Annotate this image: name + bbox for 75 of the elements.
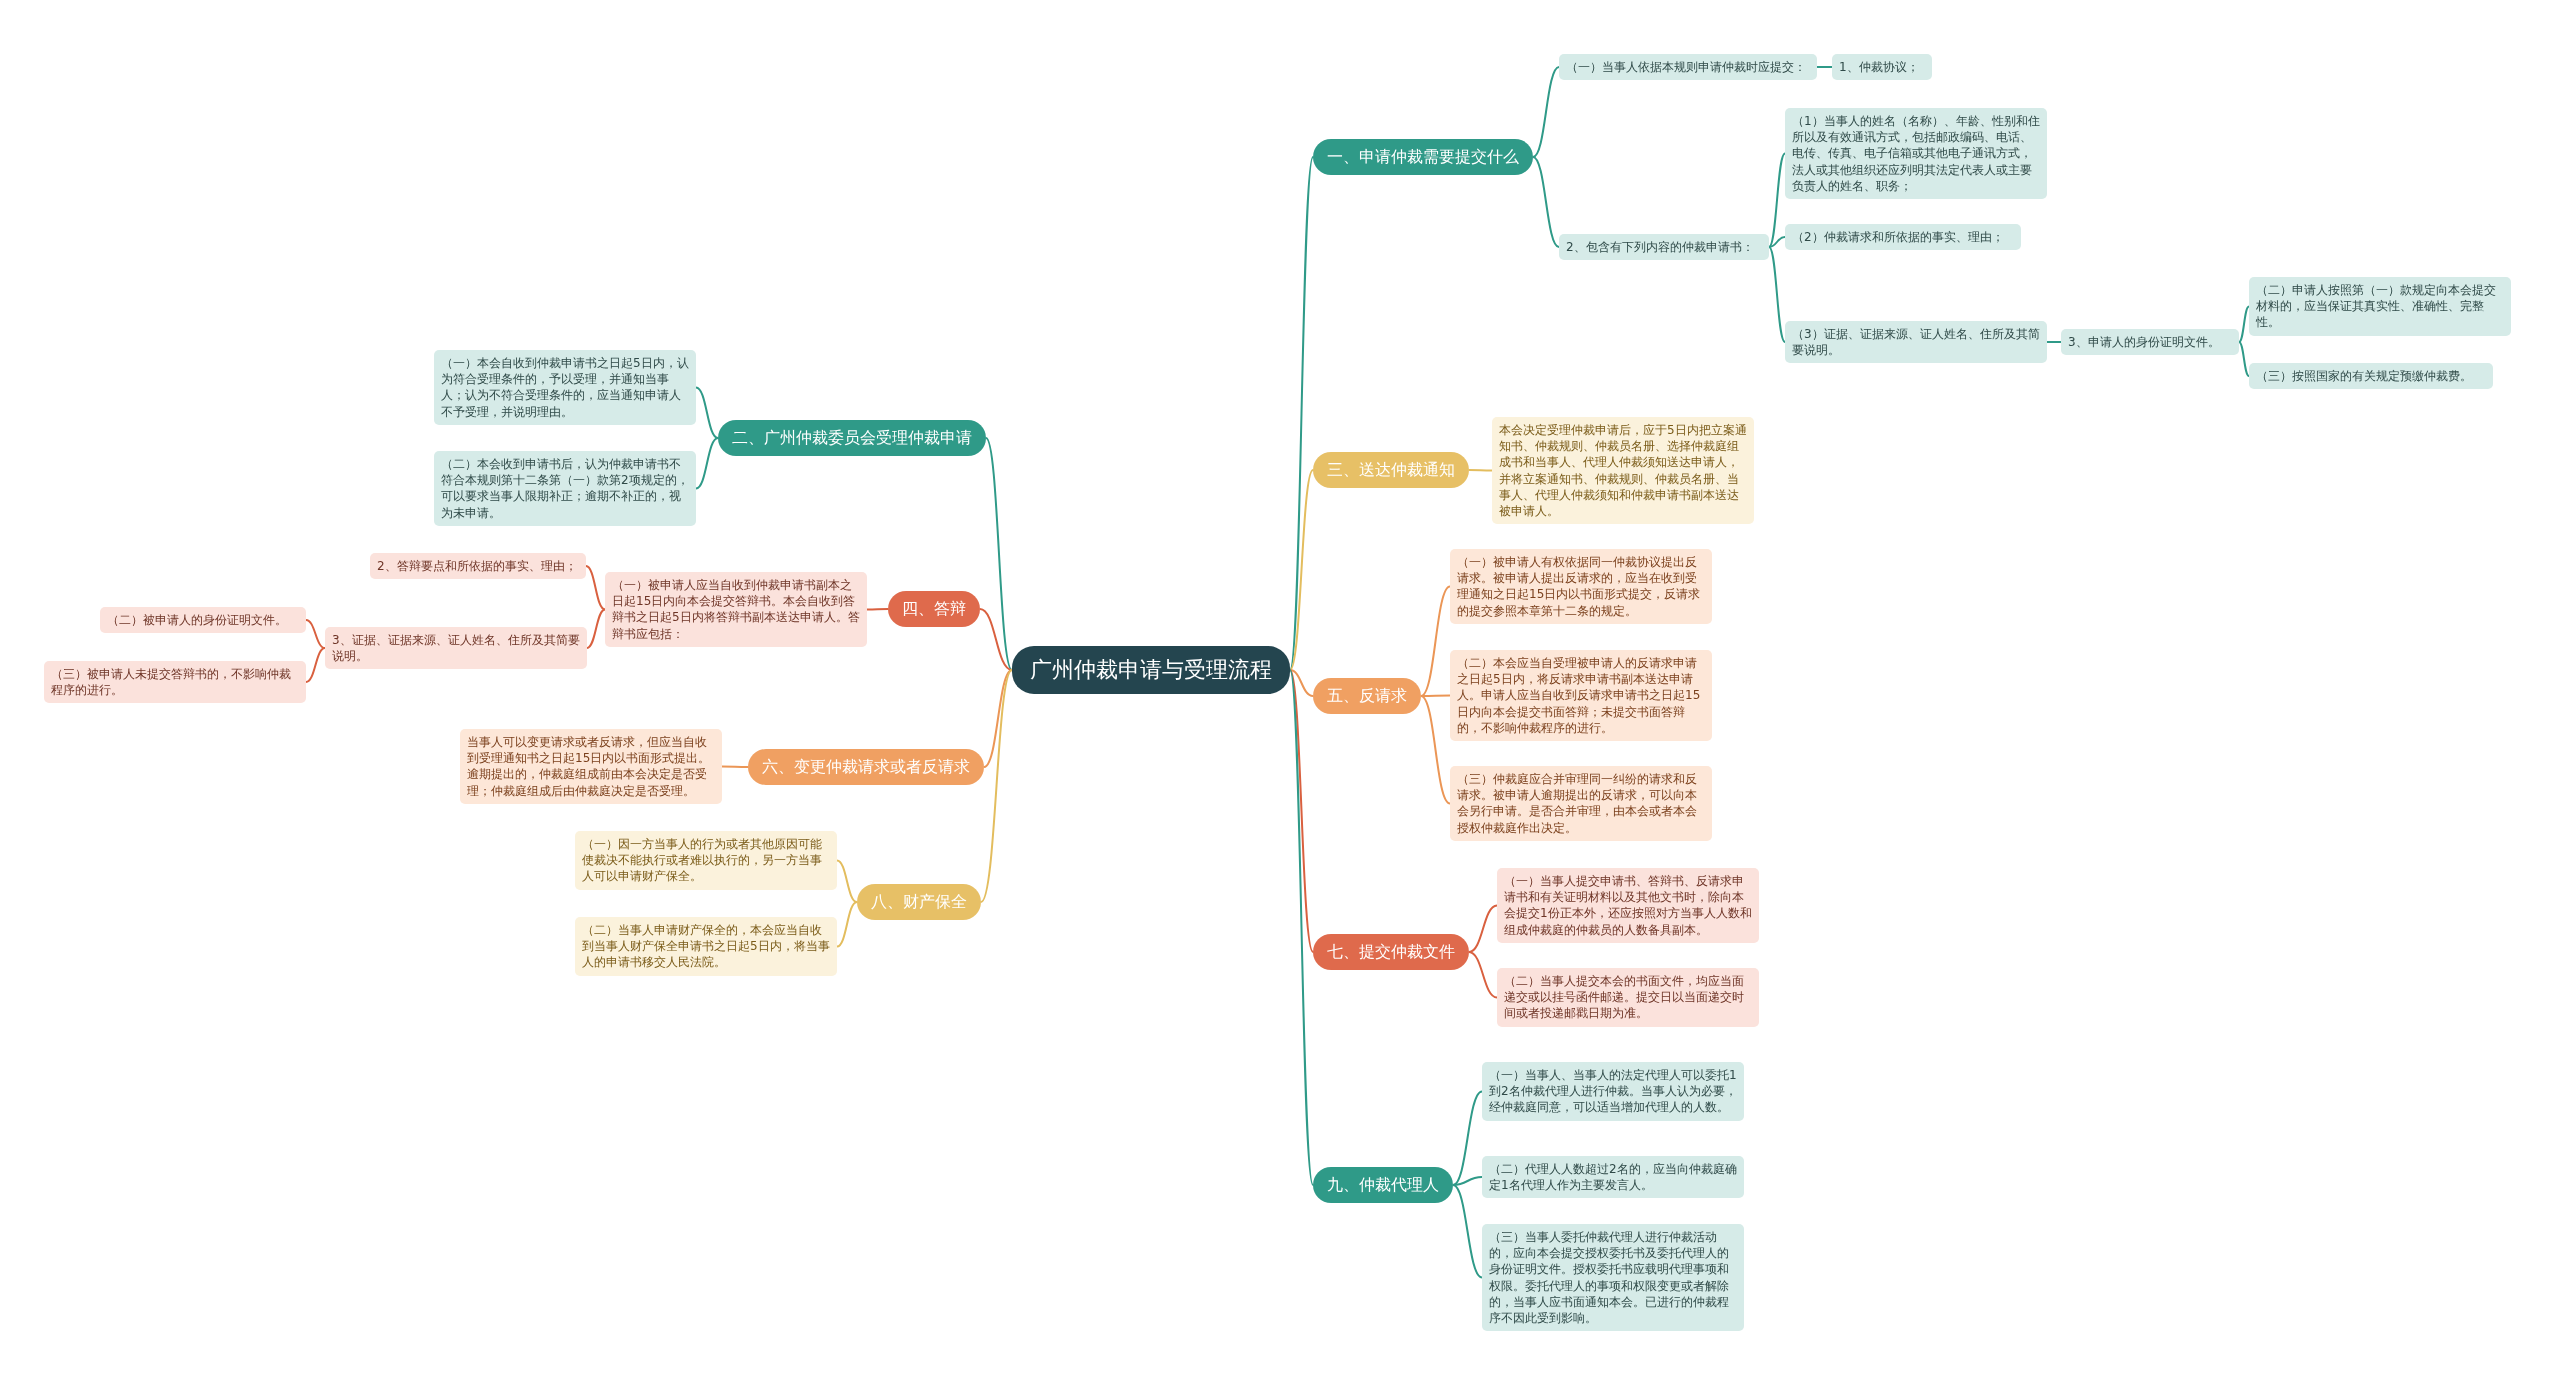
subtopic-box: 本会决定受理仲裁申请后，应于5日内把立案通知书、仲裁规则、仲裁员名册、选择仲裁庭组成书和当事人、代理人仲裁须知送达申请人，并将立案通知书、仲裁规则、仲裁员名册、当事人、代理人仲裁须知和仲裁申请书副本送达被申请人。 <box>1492 417 1754 525</box>
subtopic-box: （一）当事人依据本规则申请仲裁时应提交： <box>1559 54 1817 81</box>
central-topic: 广州仲裁申请与受理流程 <box>1012 646 1290 694</box>
connector-line <box>1816 66 1833 68</box>
branch-topic: 七、提交仲裁文件 <box>1313 934 1469 970</box>
branch-topic: 二、广州仲裁委员会受理仲裁申请 <box>718 420 986 456</box>
connector-line <box>2046 341 2062 343</box>
connector-line <box>1420 695 1451 805</box>
subtopic-box: （一）当事人、当事人的法定代理人可以委托1到2名仲裁代理人进行仲裁。当事人认为必要，经仲裁庭同意，可以适当增加代理人的人数。 <box>1482 1062 1744 1121</box>
connector-line <box>1468 951 1498 999</box>
connector-line <box>1768 152 1786 248</box>
subtopic-box: （三）被申请人未提交答辩书的，不影响仲裁程序的进行。 <box>44 661 306 704</box>
connector-line <box>1768 246 1786 343</box>
connector-line <box>1289 156 1314 671</box>
connector-line <box>983 669 1013 768</box>
subtopic-box: （二）代理人人数超过2名的，应当向仲裁庭确定1名代理人作为主要发言人。 <box>1482 1156 1744 1199</box>
subtopic-box: 3、申请人的身份证明文件。 <box>2061 329 2239 356</box>
connector-line <box>695 386 719 439</box>
connector-line <box>1452 1176 1483 1186</box>
branch-topic: 四、答辩 <box>888 591 980 627</box>
subtopic-box: （二）当事人申请财产保全的，本会应当自收到当事人财产保全申请书之日起5日内，将当事人的申请书移交人民法院。 <box>575 917 837 976</box>
connector-line <box>585 565 606 611</box>
connector-line <box>695 437 719 490</box>
connector-line <box>1289 669 1314 697</box>
branch-topic: 九、仲裁代理人 <box>1313 1167 1453 1203</box>
subtopic-box: 2、包含有下列内容的仲裁申请书： <box>1559 234 1769 261</box>
connector-line <box>1468 469 1493 472</box>
connector-line <box>836 901 858 948</box>
subtopic-box: （一）当事人提交申请书、答辩书、反请求申请书和有关证明材料以及其他文书时，除向本会提交1份正本外，还应按照对方当事人人数和组成仲裁庭的仲裁员的人数备具副本。 <box>1497 868 1759 943</box>
connector-line <box>305 619 326 649</box>
branch-topic: 五、反请求 <box>1313 678 1421 714</box>
connector-line <box>1420 694 1451 697</box>
connector-line <box>1420 585 1451 697</box>
subtopic-box: （一）被申请人有权依据同一仲裁协议提出反请求。被申请人提出反请求的，应当在收到受理通知之日起15日内以书面形式提交，反请求的提交参照本章第十二条的规定。 <box>1450 549 1712 624</box>
connector-line <box>2238 341 2250 377</box>
connector-line <box>1289 669 1314 953</box>
subtopic-box: 3、证据、证据来源、证人姓名、住所及其简要说明。 <box>325 627 587 670</box>
subtopic-box: （一）本会自收到仲裁申请书之日起5日内，认为符合受理条件的，予以受理，并通知当事人；认为不符合受理条件的，应当通知申请人不予受理，并说明理由。 <box>434 350 696 425</box>
connector-line <box>866 608 889 611</box>
connector-line <box>836 859 858 903</box>
connector-line <box>2238 305 2250 343</box>
connector-line <box>1452 1090 1483 1186</box>
subtopic-box: （1）当事人的姓名（名称）、年龄、性别和住所以及有效通讯方式，包括邮政编码、电话、电传、传真、电子信箱或其他电子通讯方式，法人或其他组织还应列明其法定代表人或主要负责人的姓名、职务； <box>1785 108 2047 199</box>
connector-line <box>586 608 606 649</box>
connector-line <box>1452 1184 1483 1279</box>
subtopic-box: 2、答辩要点和所依据的事实、理由； <box>370 553 586 580</box>
subtopic-box: （二）本会收到申请书后，认为仲裁申请书不符合本规则第十二条第（一）款第2项规定的，可以要求当事人限期补正；逾期不补正的，视为未申请。 <box>434 451 696 526</box>
subtopic-box: （三）当事人委托仲裁代理人进行仲裁活动的，应向本会提交授权委托书及委托代理人的身份证明文件。授权委托书应载明代理事项和权限。委托代理人的事项和权限变更或者解除的，当事人应书面通知本会。已进行的仲裁程序不因此受到影响。 <box>1482 1224 1744 1332</box>
branch-topic: 三、送达仲裁通知 <box>1313 452 1469 488</box>
branch-topic: 六、变更仲裁请求或者反请求 <box>748 749 984 785</box>
subtopic-box: （一）因一方当事人的行为或者其他原因可能使裁决不能执行或者难以执行的，另一方当事人可以申请财产保全。 <box>575 831 837 890</box>
subtopic-box: （一）被申请人应当自收到仲裁申请书副本之日起15日内向本会提交答辩书。本会自收到答辩书之日起5日内将答辩书副本送达申请人。答辩书应包括： <box>605 572 867 647</box>
subtopic-box: （2）仲裁请求和所依据的事实、理由； <box>1785 224 2021 251</box>
connector-line <box>1768 236 1786 248</box>
connector-line <box>1532 156 1560 248</box>
subtopic-box: （二）申请人按照第（一）款规定向本会提交材料的，应当保证其真实性、准确性、完整性。 <box>2249 277 2511 336</box>
subtopic-box: （二）本会应当自受理被申请人的反请求申请之日起5日内，将反请求申请书副本送达申请人。申请人应当自收到反请求申请书之日起15日内向本会提交书面答辩；未提交书面答辩的，不影响仲裁程序的进行。 <box>1450 650 1712 741</box>
connector-line <box>1468 904 1498 953</box>
connector-line <box>985 437 1013 671</box>
subtopic-box: （二）当事人提交本会的书面文件，均应当面递交或以挂号函件邮递。提交日以当面递交时间或者投递邮戳日期为准。 <box>1497 968 1759 1027</box>
connector-line <box>1289 669 1314 1186</box>
subtopic-box: （3）证据、证据来源、证人姓名、住所及其简要说明。 <box>1785 321 2047 364</box>
subtopic-box: （二）被申请人的身份证明文件。 <box>100 607 306 634</box>
connector-line <box>1289 469 1314 671</box>
branch-topic: 八、财产保全 <box>857 884 981 920</box>
connector-line <box>980 669 1013 903</box>
subtopic-box: 1、仲裁协议； <box>1832 54 1932 81</box>
subtopic-box: （三）按照国家的有关规定预缴仲裁费。 <box>2249 363 2493 390</box>
connector-line <box>305 647 326 683</box>
connector-line <box>979 608 1013 671</box>
subtopic-box: 当事人可以变更请求或者反请求，但应当自收到受理通知书之日起15日内以书面形式提出。逾期提出的，仲裁庭组成前由本会决定是否受理；仲裁庭组成后由仲裁庭决定是否受理。 <box>460 729 722 804</box>
connector-line <box>1532 66 1560 158</box>
subtopic-box: （三）仲裁庭应合并审理同一纠纷的请求和反请求。被申请人逾期提出的反请求，可以向本会另行申请。是否合并审理，由本会或者本会授权仲裁庭作出决定。 <box>1450 766 1712 841</box>
connector-line <box>721 765 749 768</box>
branch-topic: 一、申请仲裁需要提交什么 <box>1313 139 1533 175</box>
